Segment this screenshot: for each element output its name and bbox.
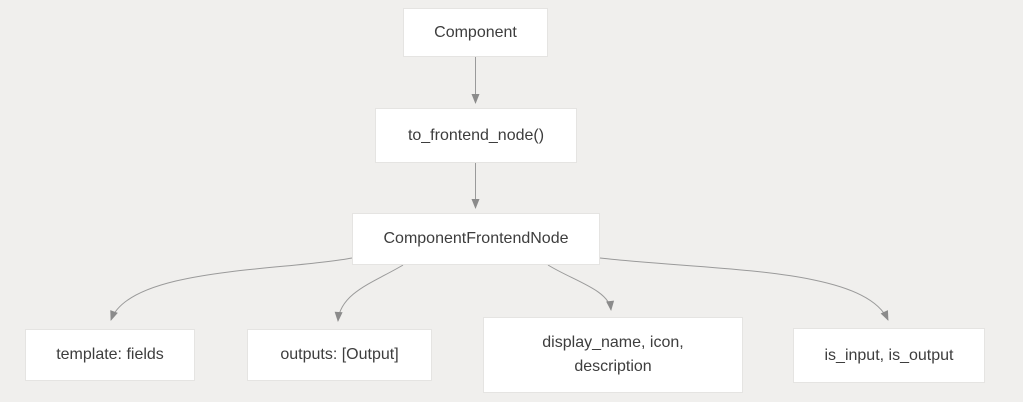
node-display-meta: display_name, icon, description	[483, 317, 743, 393]
node-outputs: outputs: [Output]	[247, 329, 432, 381]
node-io-flags: is_input, is_output	[793, 328, 985, 383]
edge-component_frontend_node-to-template_fields	[110, 257, 353, 321]
edge-component_frontend_node-to-io_flags	[599, 257, 889, 321]
node-template-fields: template: fields	[25, 329, 195, 381]
node-component: Component	[403, 8, 548, 57]
edge-component_frontend_node-to-display_meta	[547, 264, 615, 311]
edge-component_frontend_node-to-outputs	[334, 264, 404, 322]
node-to-frontend-node: to_frontend_node()	[375, 108, 577, 163]
node-component-frontend-node: ComponentFrontendNode	[352, 213, 600, 265]
